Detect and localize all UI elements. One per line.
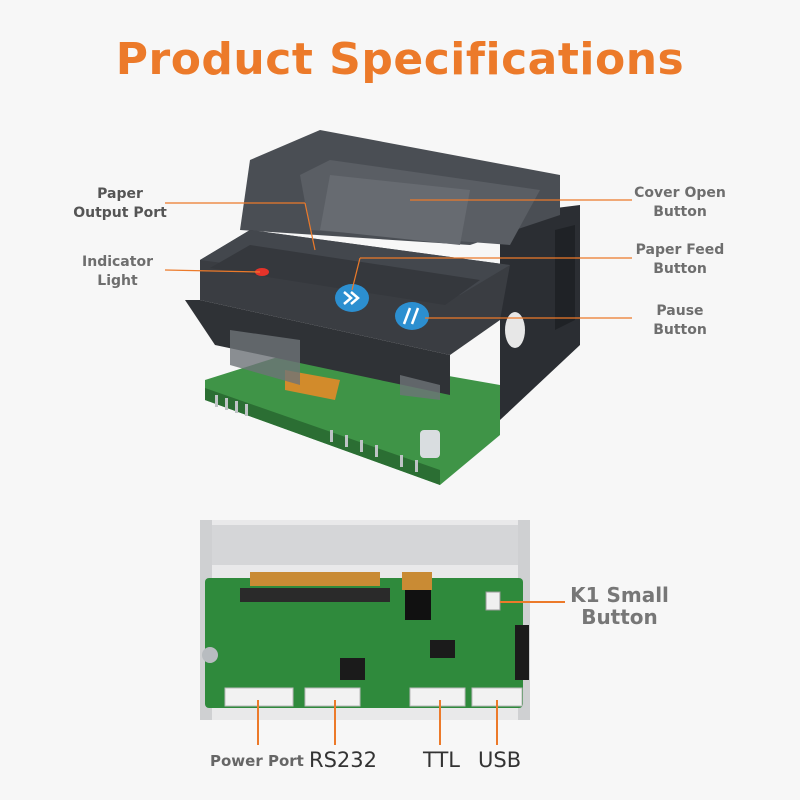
paper-feed-button[interactable] bbox=[335, 284, 369, 312]
k1-small-button[interactable] bbox=[485, 591, 501, 611]
label-ttl: TTL bbox=[423, 748, 460, 772]
page-title: Product Specifications bbox=[115, 34, 685, 85]
ttl-port bbox=[409, 687, 466, 707]
label-usb: USB bbox=[478, 748, 522, 772]
label-power-port: Power Port bbox=[210, 752, 304, 770]
pause-button[interactable] bbox=[395, 302, 429, 330]
bottom-pcb bbox=[205, 578, 523, 708]
label-rs232: RS232 bbox=[309, 748, 378, 772]
indicator-light bbox=[255, 268, 269, 276]
rs232-port bbox=[304, 687, 361, 707]
